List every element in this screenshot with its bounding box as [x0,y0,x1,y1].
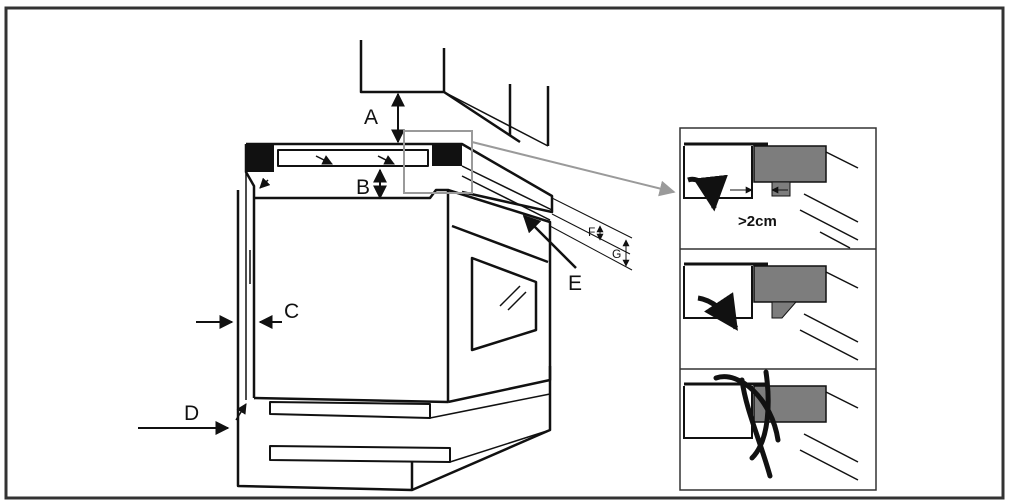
zoom-box [403,130,473,194]
dimension-a: A [364,92,405,144]
label-b: B [356,176,370,199]
label-g: G [612,247,621,261]
wall-cabinet [359,40,550,147]
pointer-e: E [522,214,582,295]
gap-label: >2cm [738,213,777,230]
panels-frame [679,127,877,491]
dimension-c: C [196,300,299,329]
panel-wrong [683,369,859,481]
appliance-drawing [236,40,554,492]
airflow-arrow-icon [687,174,728,212]
cabinet-block [753,145,827,183]
cross-icon [713,369,781,479]
dimension-b: B [356,168,387,200]
label-c: C [284,300,299,323]
oven-window [470,256,538,352]
label-a: A [364,106,378,129]
panel-correct: >2cm [683,142,859,249]
appliance-body [244,144,552,404]
label-f: F [588,225,595,239]
panel-partial [683,262,859,361]
dimension-d: D [138,402,247,435]
label-e: E [568,272,582,295]
label-d: D [184,402,199,425]
cabinet-block [753,265,827,303]
dimension-fg [549,197,633,271]
zoom-pointer [471,141,676,197]
outer-frame [4,6,1005,500]
detail-panels: >2cm [679,127,877,491]
worktop [246,142,554,221]
airflow-arrow-icon [697,292,739,331]
plinth [236,190,552,492]
airflow-arrows [259,155,395,189]
